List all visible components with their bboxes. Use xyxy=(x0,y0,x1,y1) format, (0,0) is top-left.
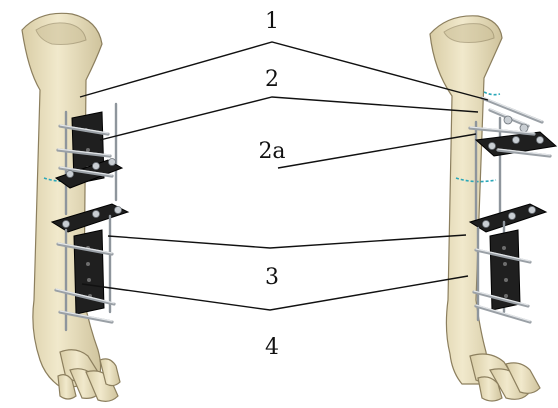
right-foot xyxy=(470,354,540,401)
left-tibia xyxy=(22,13,102,388)
leader-lines xyxy=(80,42,488,310)
right-bone-assembly xyxy=(430,16,556,401)
label-4: 4 xyxy=(265,335,279,360)
left-bone-assembly xyxy=(22,13,128,401)
label-3: 3 xyxy=(265,265,279,290)
leader-2 xyxy=(100,97,478,140)
left-foot xyxy=(58,350,120,402)
leader-3 xyxy=(108,235,466,248)
leader-2a xyxy=(278,134,476,168)
label-1: 1 xyxy=(265,9,279,34)
label-2a: 2a xyxy=(258,139,285,164)
right-tibia xyxy=(430,16,502,384)
label-2: 2 xyxy=(265,67,279,92)
leader-1 xyxy=(80,42,488,100)
